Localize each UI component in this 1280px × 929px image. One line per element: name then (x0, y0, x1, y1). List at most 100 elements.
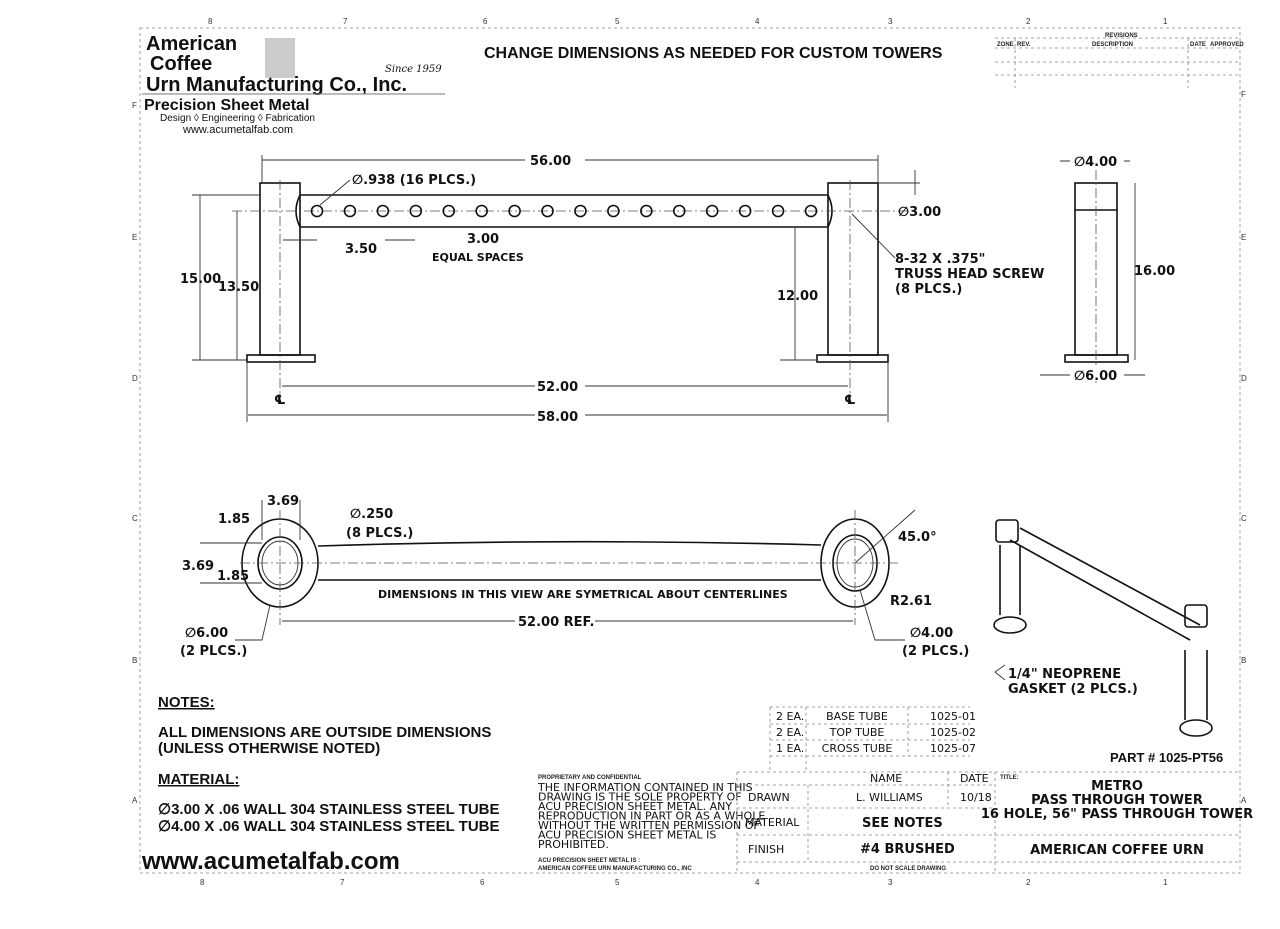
logo-since: Since 1959 (385, 64, 442, 75)
centerline-right: ℄ (844, 393, 856, 408)
dim-56: 56.00 (530, 154, 571, 169)
cross-tube (295, 194, 833, 228)
plan-tube-qty: (2 PLCS.) (902, 644, 969, 659)
title-line-2: PASS THROUGH TOWER (1031, 793, 1203, 808)
tap-hole (607, 204, 620, 218)
plan-dim-3-69-y: 3.69 (182, 559, 214, 574)
zone-col-7: 7 (343, 17, 348, 26)
material-label: MATERIAL (745, 816, 800, 829)
zone-row-a: A (132, 796, 138, 805)
zone-row-a-right: A (1241, 796, 1247, 805)
tap-hole (475, 204, 488, 218)
dim-52-ref: 52.00 REF. (518, 615, 594, 630)
proprietary-title: PROPRIETARY AND CONFIDENTIAL (538, 775, 642, 781)
tube-dia-3: ∅3.00 (898, 205, 941, 220)
dim-52: 52.00 (537, 380, 578, 395)
tap-hole (705, 204, 719, 218)
zone-row-e-right: E (1241, 233, 1246, 242)
rev-header-zone: ZONE (997, 42, 1014, 48)
tap-hole (640, 204, 653, 218)
right-base (816, 354, 889, 363)
tap-hole (541, 204, 554, 218)
zone-row-d-right: D (1241, 374, 1247, 383)
title-label: TITLE: (1000, 775, 1019, 781)
dim-58: 58.00 (537, 410, 578, 425)
zone-col-6-bottom: 6 (480, 878, 485, 887)
zone-col-1-bottom: 1 (1163, 878, 1168, 887)
zone-col-4-bottom: 4 (755, 878, 760, 887)
date-header: DATE (960, 772, 989, 785)
proprietary-footer-2: AMERICAN COFFEE URN MANUFACTURING CO., I… (538, 866, 692, 872)
tap-hole (310, 204, 324, 218)
proprietary-line: PROHIBITED. (538, 838, 609, 851)
zone-col-3: 3 (888, 17, 893, 26)
tap-hole (804, 204, 818, 218)
zone-col-5: 5 (615, 17, 620, 26)
website-footer: www.acumetalfab.com (141, 848, 400, 875)
screw-hole-callout: ∅.250 (350, 507, 393, 522)
dim-3-50: 3.50 (345, 242, 377, 257)
zone-row-f-right: F (1241, 90, 1246, 99)
bom-description: BASE TUBE (826, 710, 888, 723)
zone-row-b-right: B (1241, 656, 1246, 665)
proprietary-footer-1: ACU PRECISION SHEET METAL IS : (538, 858, 640, 864)
bom-part-number: 1025-07 (930, 742, 976, 755)
dim-12: 12.00 (777, 289, 818, 304)
equal-spaces-label: EQUAL SPACES (432, 251, 524, 264)
isometric-view: 1/4" NEOPRENE GASKET (2 PLCS.) (993, 519, 1213, 737)
side-view: ∅4.00 16.00 ∅6.00 (1040, 153, 1175, 385)
tap-hole (738, 204, 752, 218)
zone-row-f: F (132, 101, 137, 110)
rev-header-description: DESCRIPTION (1092, 42, 1133, 48)
title-line-3: 16 HOLE, 56" PASS THROUGH TOWER (981, 807, 1253, 822)
screw-callout-2: TRUSS HEAD SCREW (895, 267, 1044, 282)
tap-hole (574, 204, 587, 218)
bom-part-number: 1025-02 (930, 726, 976, 739)
company-logo: American Coffee Urn Manufacturing Co., I… (142, 33, 445, 136)
urn-image (265, 38, 295, 78)
notes-line-2: (UNLESS OTHERWISE NOTED) (158, 740, 380, 757)
proprietary-line: REPRODUCTION IN PART OR AS A WHOLE (538, 810, 765, 823)
side-base-dia: ∅6.00 (1074, 369, 1117, 384)
bom-qty: 2 EA. (776, 726, 804, 739)
drawn-name: L. WILLIAMS (856, 791, 923, 804)
zone-col-2-bottom: 2 (1026, 878, 1031, 887)
zone-col-6: 6 (483, 17, 488, 26)
radius-2-61: R2.61 (890, 594, 932, 609)
zone-col-8: 8 (208, 17, 213, 26)
logo-line-1: American (146, 33, 237, 55)
bom-description: CROSS TUBE (822, 742, 893, 755)
name-header: NAME (870, 772, 902, 785)
screw-callout-1: 8-32 X .375" (895, 252, 985, 267)
flange-dia: ∅6.00 (185, 626, 228, 641)
bom-part-number: 1025-01 (930, 710, 976, 723)
no-scale-note: DO NOT SCALE DRAWING (870, 866, 946, 872)
hole-row (310, 204, 818, 218)
front-view: 56.00 ∅.938 (16 PLCS.) ∅3.00 3.50 3.00 E… (180, 152, 1044, 425)
logo-url: www.acumetalfab.com (182, 124, 293, 136)
zone-row-e: E (132, 233, 137, 242)
rev-header-approved: APPROVED (1210, 42, 1244, 48)
side-height: 16.00 (1134, 264, 1175, 279)
hole-callout: ∅.938 (16 PLCS.) (352, 173, 476, 188)
dim-3-00: 3.00 (467, 232, 499, 247)
proprietary-line: WITHOUT THE WRITTEN PERMISSION OF (538, 819, 760, 832)
material-line-1: ∅3.00 X .06 WALL 304 STAINLESS STEEL TUB… (158, 801, 500, 818)
proprietary-line: THE INFORMATION CONTAINED IN THIS (537, 781, 753, 794)
revisions-block: REVISIONS ZONE REV. DESCRIPTION DATE APP… (995, 33, 1244, 88)
logo-line-3: Urn Manufacturing Co., Inc. (146, 74, 407, 96)
notes-line-1: ALL DIMENSIONS ARE OUTSIDE DIMENSIONS (158, 724, 491, 741)
material-line-2: ∅4.00 X .06 WALL 304 STAINLESS STEEL TUB… (158, 818, 500, 835)
zone-col-7-bottom: 7 (340, 878, 345, 887)
zone-col-5-bottom: 5 (615, 878, 620, 887)
zone-row-c-right: C (1241, 514, 1247, 523)
company-name: AMERICAN COFFEE URN (1030, 843, 1204, 858)
plan-dim-1-85-x: 1.85 (218, 512, 250, 527)
notes-block: NOTES: ALL DIMENSIONS ARE OUTSIDE DIMENS… (141, 694, 500, 875)
plan-dim-1-85-y: 1.85 (217, 569, 249, 584)
plan-dim-3-69-x: 3.69 (267, 494, 299, 509)
proprietary-notice: PROPRIETARY AND CONFIDENTIAL THE INFORMA… (537, 775, 765, 872)
finish-label: FINISH (748, 843, 784, 856)
